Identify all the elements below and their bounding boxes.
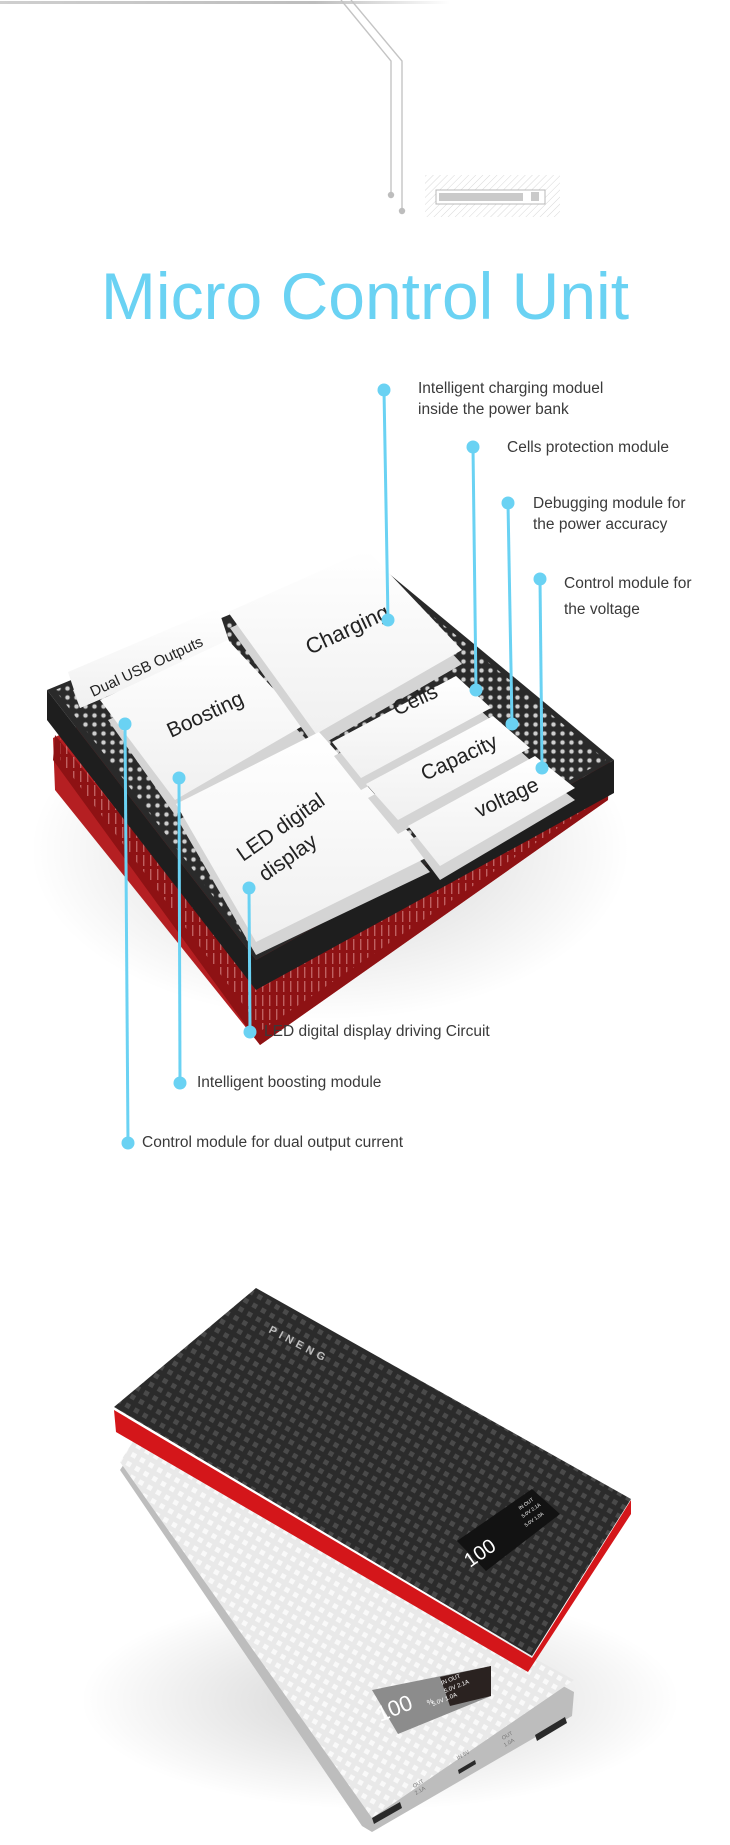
- callout-text: the voltage: [564, 601, 640, 618]
- callout-dot: [533, 572, 547, 586]
- callout-dot: [535, 761, 549, 775]
- callout-text: LED digital display driving Circuit: [264, 1023, 490, 1040]
- module-dual-usb: [68, 608, 230, 708]
- module-cells: [332, 676, 491, 790]
- display-window: [457, 1489, 560, 1571]
- display-percent-sign: %: [426, 1698, 434, 1707]
- callout-dot: [501, 496, 515, 510]
- port-label-out-left-2: 2.1A: [414, 1786, 427, 1797]
- usb-port-left: [372, 1802, 402, 1824]
- top-decoration: [0, 0, 560, 217]
- module-capacity: [366, 716, 530, 834]
- module-led: [176, 732, 430, 955]
- callout-voltage: Control module for the voltage: [564, 571, 692, 623]
- callout-cells: Cells protection module: [507, 437, 669, 458]
- callout-text: Control module for: [564, 575, 692, 592]
- top-divider-line: [0, 1, 450, 4]
- callout-dot: [381, 613, 395, 627]
- callout-charging: Intelligent charging moduel inside the p…: [418, 378, 603, 420]
- power-bank-photo: 100 % IN OUT 5.0V 2.1A 5.0V 1.0A OUT 2.1…: [80, 1288, 680, 1832]
- callout-dot: [173, 1076, 187, 1090]
- port-label-out-left-1: OUT: [412, 1778, 426, 1789]
- callout-dot: [172, 771, 186, 785]
- callout-dot: [505, 717, 519, 731]
- module-charging: [228, 550, 462, 748]
- callout-text: Control module for dual output current: [142, 1134, 404, 1151]
- input-port: [458, 1760, 476, 1774]
- callout-dot: [377, 383, 391, 397]
- circuit-trace-left: [340, 0, 392, 195]
- callout-lines: [118, 383, 549, 1150]
- port-label-out-right-2: 1.0A: [503, 1738, 516, 1749]
- callout-text: Intelligent boosting module: [197, 1074, 382, 1091]
- port-label-out-right-1: OUT: [501, 1730, 515, 1741]
- callout-dot: [121, 1136, 135, 1150]
- trace-end-dot: [387, 191, 395, 199]
- callout-dot: [469, 683, 483, 697]
- usb-port-right: [535, 1717, 567, 1741]
- callout-dot: [466, 440, 480, 454]
- power-bank-white: 100 % IN OUT 5.0V 2.1A 5.0V 1.0A OUT 2.1…: [120, 1440, 574, 1832]
- callout-boosting: Intelligent boosting module: [197, 1072, 381, 1093]
- power-bank-black: PINENG 100 IN OUT 5.0V 2.1A 5.0V 1.0A: [114, 1288, 631, 1672]
- page-title: Micro Control Unit: [100, 259, 630, 333]
- circuit-trace-right: [350, 0, 403, 211]
- callout-text: Debugging module for: [533, 495, 686, 512]
- callout-dot: [118, 717, 132, 731]
- callout-led: LED digital display driving Circuit: [264, 1021, 490, 1042]
- battery-slot-icon: [425, 175, 560, 217]
- module-boosting: [100, 640, 306, 815]
- module-voltage: [408, 756, 575, 880]
- callout-capacity: Debugging module for the power accuracy: [533, 493, 686, 535]
- callout-dot: [242, 881, 256, 895]
- callout-text: Intelligent charging moduel: [418, 380, 604, 397]
- callout-dot: [243, 1025, 257, 1039]
- trace-end-dot: [398, 207, 406, 215]
- callout-text: inside the power bank: [418, 401, 569, 418]
- callout-text: the power accuracy: [533, 516, 668, 533]
- callout-text: Cells protection module: [507, 439, 669, 456]
- callout-dual-usb: Control module for dual output current: [142, 1132, 403, 1153]
